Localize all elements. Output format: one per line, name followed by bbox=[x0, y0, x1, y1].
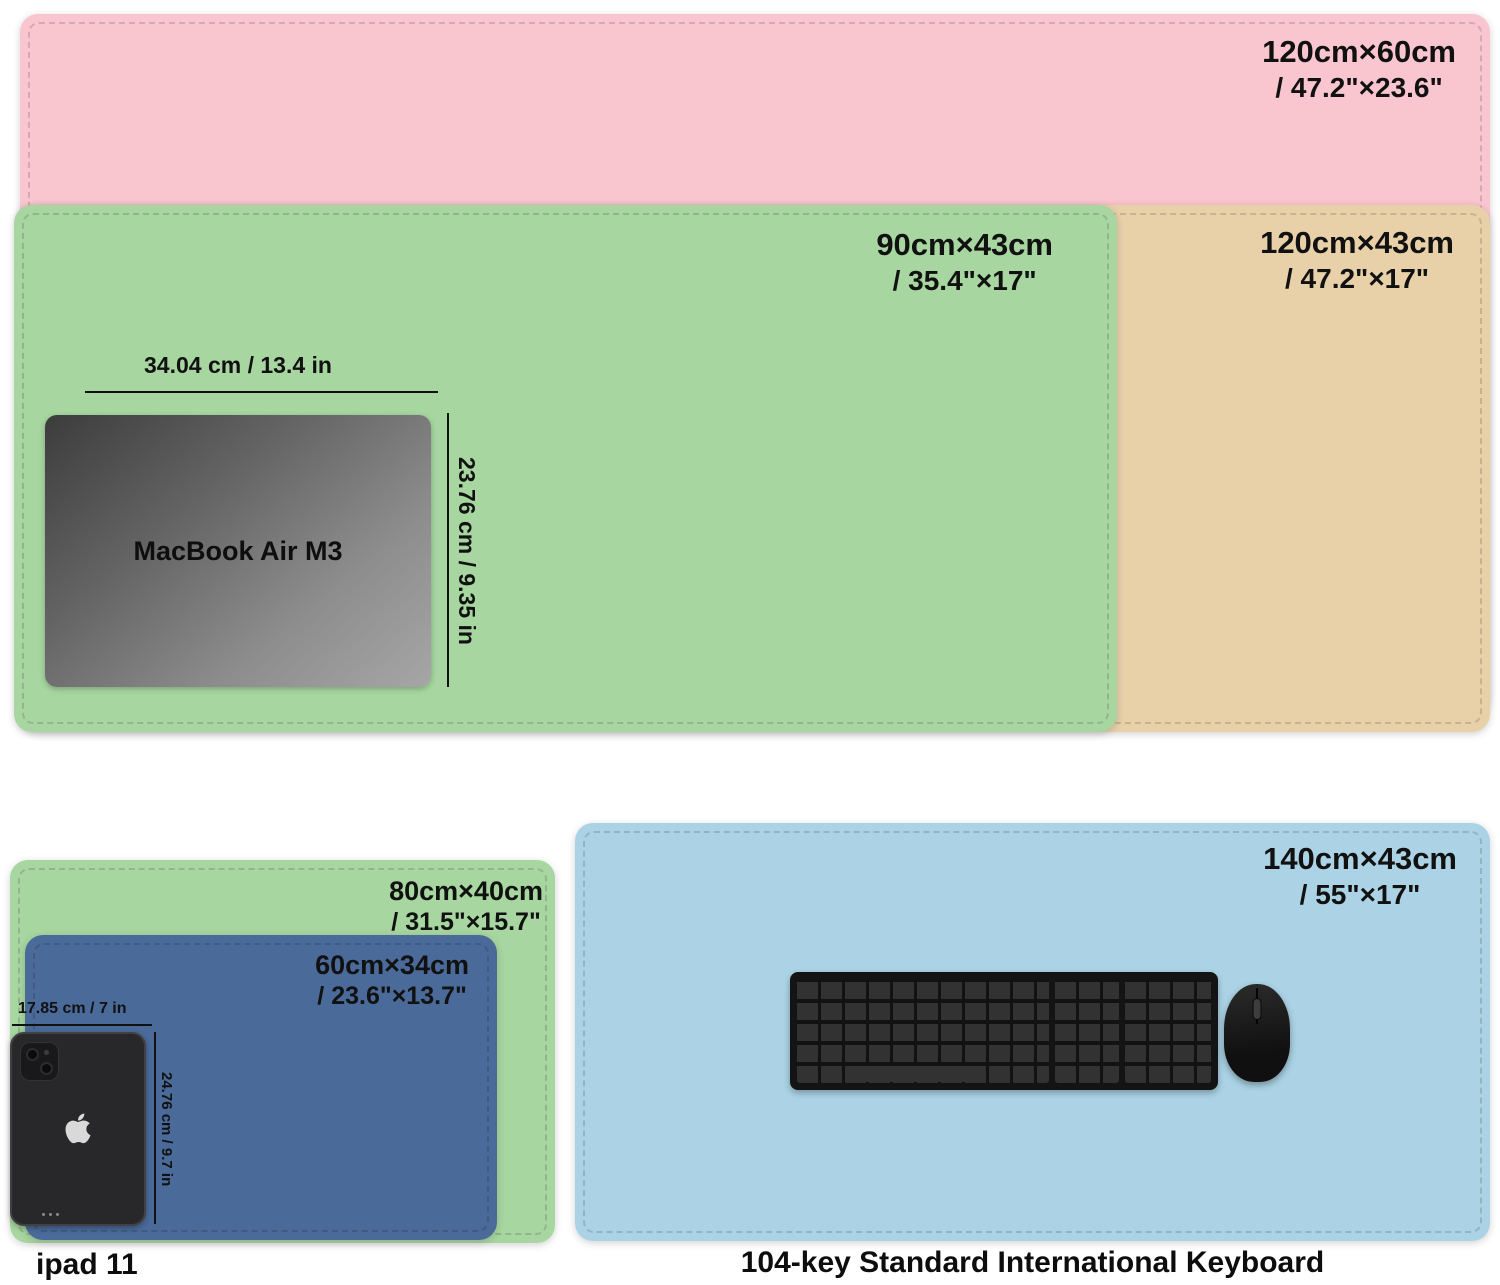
size-inches: / 35.4"×17" bbox=[892, 264, 1037, 296]
ipad-height-dimension: 24.76 cm / 9.7 in bbox=[158, 1071, 175, 1187]
macbook-height-measure-line bbox=[447, 413, 449, 687]
apple-logo-icon bbox=[64, 1111, 92, 1145]
ipad-connector-dots bbox=[42, 1213, 59, 1216]
pad-120x60-label: 120cm×60cm / 47.2"×23.6" bbox=[1262, 34, 1456, 104]
size-inches: / 23.6"×13.7" bbox=[317, 981, 467, 1010]
ipad-width-dimension: 17.85 cm / 7 in bbox=[18, 1000, 127, 1017]
keyboard-numpad-keys bbox=[1125, 979, 1211, 1083]
ipad-caption: ipad 11 bbox=[36, 1248, 138, 1281]
pad-90x43-label: 90cm×43cm / 35.4"×17" bbox=[876, 227, 1053, 297]
keyboard-nav-keys bbox=[1055, 979, 1119, 1083]
mouse-illustration bbox=[1224, 984, 1290, 1082]
macbook-width-measure-line bbox=[85, 391, 438, 393]
ipad-width-measure-line bbox=[12, 1024, 152, 1026]
pad-60x34-label: 60cm×34cm / 23.6"×13.7" bbox=[315, 950, 469, 1011]
keyboard-spacebar bbox=[852, 1066, 982, 1082]
ipad-illustration bbox=[10, 1032, 146, 1226]
size-inches: / 55"×17" bbox=[1299, 878, 1421, 910]
ipad-camera-module bbox=[20, 1042, 59, 1081]
camera-lens-icon bbox=[26, 1048, 39, 1061]
pad-140x43-label: 140cm×43cm / 55"×17" bbox=[1263, 841, 1457, 911]
keyboard-caption: 104-key Standard International Keyboard bbox=[740, 1246, 1325, 1279]
camera-flash-icon bbox=[44, 1050, 49, 1055]
macbook-label: MacBook Air M3 bbox=[133, 535, 343, 566]
macbook-illustration: MacBook Air M3 bbox=[45, 415, 431, 687]
ipad-height-measure-line bbox=[154, 1032, 156, 1224]
pad-80x40-label: 80cm×40cm / 31.5"×15.7" bbox=[389, 876, 543, 937]
size-cm: 90cm×43cm bbox=[876, 227, 1053, 262]
pad-120x43-label: 120cm×43cm / 47.2"×17" bbox=[1260, 225, 1454, 295]
size-cm: 80cm×40cm bbox=[389, 876, 543, 906]
size-inches: / 31.5"×15.7" bbox=[391, 907, 541, 936]
macbook-width-dimension: 34.04 cm / 13.4 in bbox=[144, 352, 332, 378]
mouse-scroll-wheel bbox=[1252, 998, 1262, 1020]
size-cm: 120cm×60cm bbox=[1262, 34, 1456, 69]
size-cm: 140cm×43cm bbox=[1263, 841, 1457, 876]
size-cm: 120cm×43cm bbox=[1260, 225, 1454, 260]
size-inches: / 47.2"×23.6" bbox=[1275, 71, 1443, 103]
pad-140x43-lightblue: 140cm×43cm / 55"×17" bbox=[575, 823, 1490, 1241]
keyboard-main-keys bbox=[797, 979, 1049, 1083]
size-inches: / 47.2"×17" bbox=[1284, 262, 1430, 294]
macbook-height-dimension: 23.76 cm / 9.35 in bbox=[454, 457, 480, 645]
size-cm: 60cm×34cm bbox=[315, 950, 469, 980]
camera-lens-icon bbox=[40, 1062, 53, 1075]
keyboard-illustration bbox=[790, 972, 1218, 1090]
